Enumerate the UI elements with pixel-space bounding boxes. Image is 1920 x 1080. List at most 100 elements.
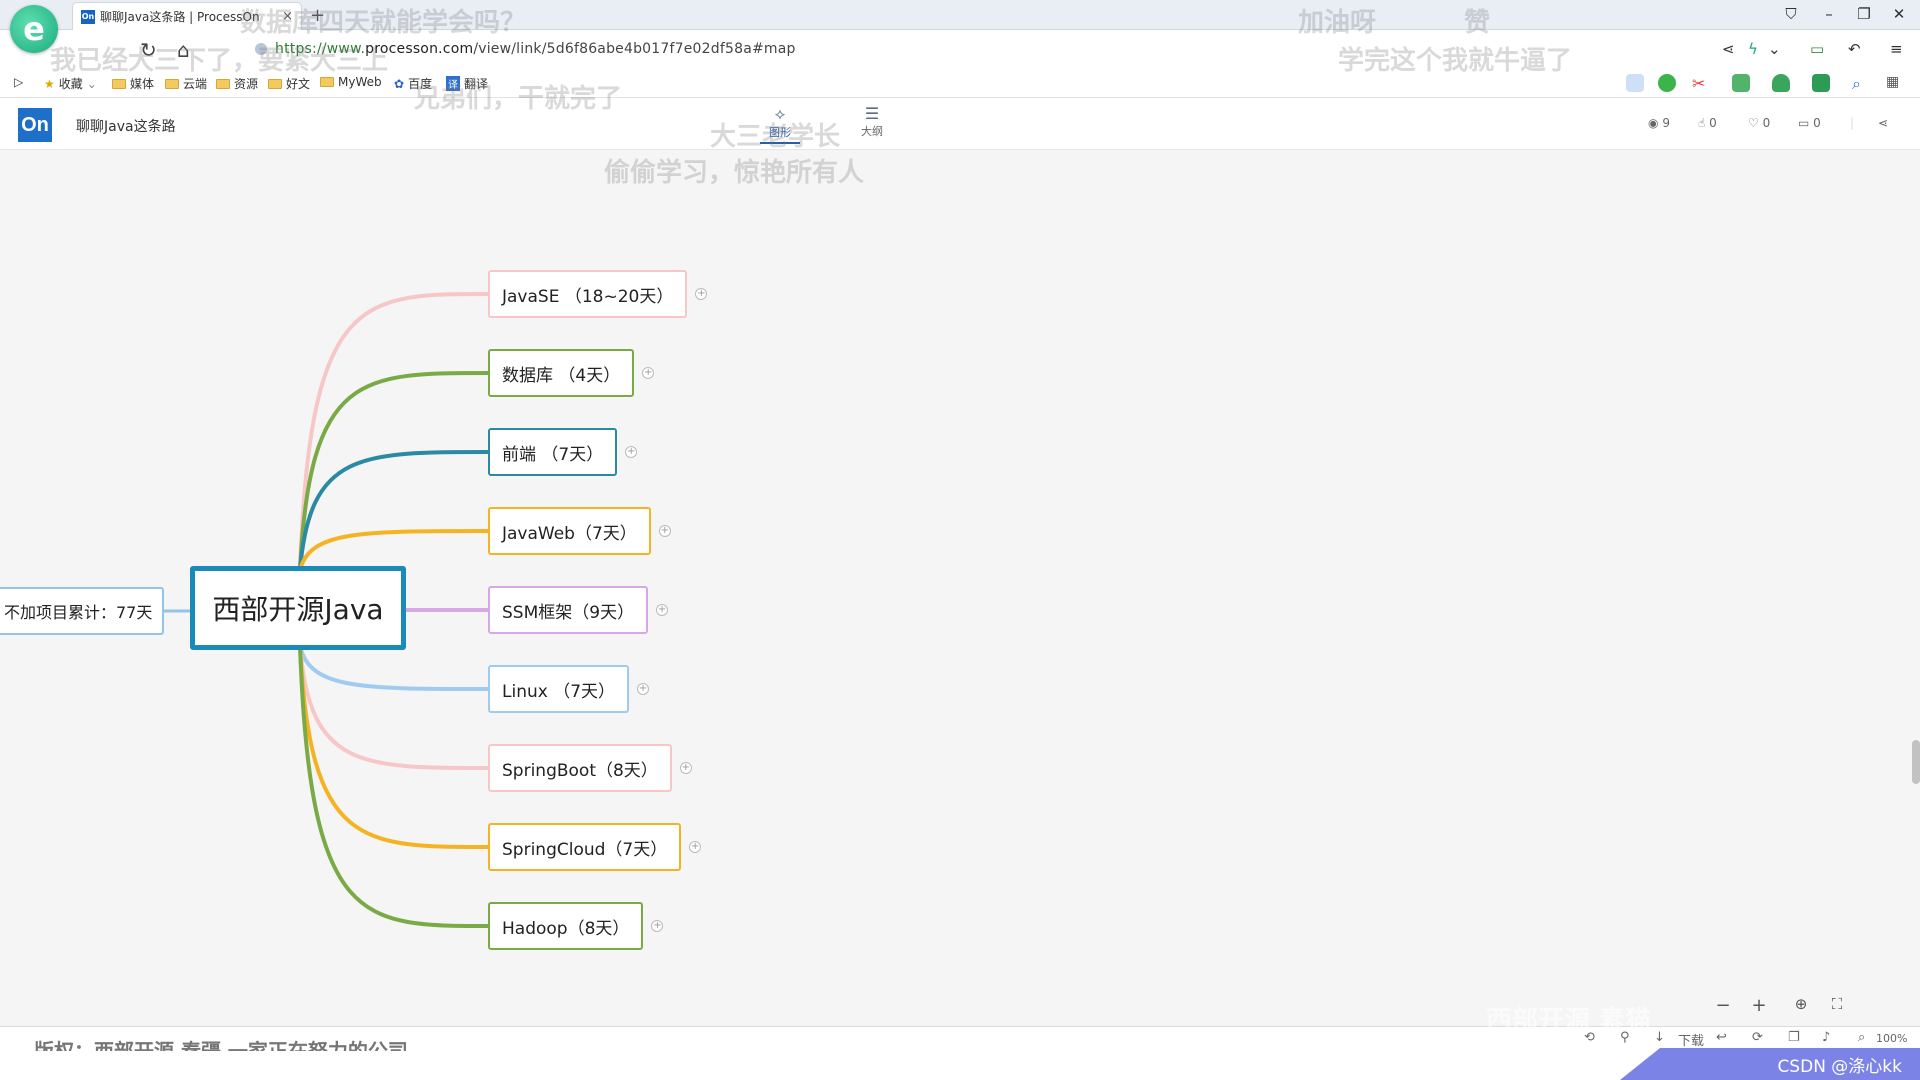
bookmark-favorites[interactable]: ★收藏⌄: [44, 76, 97, 92]
lightning-icon[interactable]: ϟ: [1748, 40, 1758, 58]
bookmark-folder-resources[interactable]: 资源: [216, 75, 258, 92]
comments-stat[interactable]: ▭ 0: [1798, 116, 1821, 130]
browser-logo-icon[interactable]: e: [10, 5, 58, 53]
favorites-stat[interactable]: ♡ 0: [1748, 116, 1771, 130]
expand-toggle-icon[interactable]: +: [695, 288, 708, 300]
bookmark-folder-media[interactable]: 媒体: [112, 75, 154, 92]
folder-icon: [112, 78, 126, 89]
url-input[interactable]: https://www.processon.com/view/link/5d6f…: [255, 36, 1705, 62]
download-label[interactable]: 下载: [1678, 1034, 1705, 1049]
corner-decoration: [1620, 1048, 1920, 1080]
volume-icon[interactable]: ♪: [1822, 1030, 1831, 1045]
expand-toggle-icon[interactable]: +: [651, 920, 664, 932]
extension-translate-icon[interactable]: [1732, 74, 1750, 92]
child-node-label: Hadoop（8天）: [502, 918, 630, 939]
copy-icon[interactable]: ❐: [1788, 1030, 1800, 1045]
app-header: On 聊聊Java这条路 ⟡ 图形 ☰ 大纲 ◉ 9 ☝ 0 ♡ 0 ▭ 0 |…: [0, 98, 1920, 150]
expand-toggle-icon[interactable]: +: [689, 841, 702, 853]
bookmark-folder-articles[interactable]: 好文: [268, 75, 310, 92]
extension-game-icon[interactable]: [1812, 74, 1830, 92]
child-node-label: JavaWeb（7天）: [502, 523, 637, 544]
url-domain: processon.com: [365, 41, 474, 57]
csdn-watermark: CSDN @涤心kk: [1777, 1057, 1902, 1077]
comment-icon: ▭: [1798, 116, 1810, 130]
zoom-icon[interactable]: ⌕: [1858, 1030, 1866, 1045]
child-node[interactable]: SpringBoot（8天）: [488, 744, 672, 792]
child-node-label: 数据库 （4天）: [502, 365, 621, 386]
likes-stat[interactable]: ☝ 0: [1698, 116, 1717, 130]
child-node[interactable]: SpringCloud（7天）: [488, 823, 682, 871]
fullscreen-icon[interactable]: ⛶: [1831, 995, 1843, 1013]
bottom-toolbar: 版权：西部开源 秦疆 一家正在努力的公司: [0, 1026, 1920, 1080]
child-node-label: SSM框架（9天）: [502, 602, 635, 623]
reload-icon[interactable]: ↻: [140, 38, 157, 62]
restore-icon[interactable]: ❐: [1857, 5, 1871, 23]
root-node[interactable]: 西部开源Java: [190, 566, 406, 650]
expand-toggle-icon[interactable]: +: [679, 762, 692, 774]
extension-green-icon[interactable]: [1658, 74, 1676, 92]
side-node-total[interactable]: 不加项目累计：77天: [0, 587, 164, 635]
child-node[interactable]: Linux （7天）: [488, 665, 630, 713]
processon-logo[interactable]: On: [18, 108, 52, 142]
expand-toggle-icon[interactable]: +: [656, 604, 669, 616]
reply-icon[interactable]: ↩: [1716, 1030, 1727, 1045]
bookmark-translate[interactable]: 译翻译: [446, 76, 489, 91]
search-icon[interactable]: ⌕: [1852, 74, 1861, 93]
chevron-down-icon: ⌄: [86, 76, 97, 91]
chevron-down-icon[interactable]: ⌄: [1768, 40, 1781, 58]
map-icon: ⟡: [774, 104, 786, 123]
tab-outline-view[interactable]: ☰ 大纲: [852, 104, 892, 139]
child-node[interactable]: 数据库 （4天）: [488, 349, 635, 397]
fit-center-icon[interactable]: ⊕: [1794, 995, 1808, 1013]
browser-tab[interactable]: On 聊聊Java这条路 | ProcessOn ×: [72, 2, 302, 30]
extension-shield-icon[interactable]: [1772, 74, 1790, 92]
undo-icon[interactable]: ↶: [1848, 40, 1861, 58]
battery-icon[interactable]: ▭: [1810, 40, 1825, 58]
pin-window-icon[interactable]: ⛉: [1785, 5, 1797, 23]
tab-map-view[interactable]: ⟡ 图形: [760, 104, 800, 144]
share-icon[interactable]: ⋖: [1722, 40, 1735, 58]
download-icon[interactable]: ↓: [1654, 1030, 1665, 1045]
pin-icon[interactable]: ⚲: [1620, 1030, 1630, 1045]
folder-icon: [165, 78, 179, 89]
star-icon: ★: [44, 76, 55, 91]
new-tab-button[interactable]: +: [310, 5, 326, 26]
extension-cut-icon[interactable]: ✂: [1692, 74, 1706, 93]
minimize-icon[interactable]: –: [1825, 5, 1833, 23]
bookmark-folder-myweb[interactable]: MyWeb: [320, 75, 382, 89]
share-icon[interactable]: ⋖: [1878, 116, 1889, 130]
secure-lock-icon: [255, 43, 267, 55]
heart-icon: ♡: [1748, 116, 1759, 130]
eye-icon: ◉: [1648, 116, 1659, 130]
expand-toggle-icon[interactable]: +: [642, 367, 655, 379]
apps-grid-icon[interactable]: ▦: [1886, 74, 1900, 90]
translate-icon: 译: [446, 76, 460, 91]
folder-icon: [320, 77, 334, 87]
views-stat[interactable]: ◉ 9: [1648, 116, 1670, 130]
history-icon[interactable]: ⟲: [1584, 1030, 1595, 1045]
sidebar-toggle-icon[interactable]: ▷: [14, 75, 24, 89]
child-node[interactable]: JavaSE （18~20天）: [488, 270, 688, 318]
tab-close-icon[interactable]: ×: [282, 9, 293, 24]
refresh-icon[interactable]: ⟳: [1752, 1030, 1763, 1045]
url-prefix: https://www.: [275, 41, 366, 57]
zoom-out-button[interactable]: −: [1715, 995, 1731, 1016]
expand-toggle-icon[interactable]: +: [625, 446, 638, 458]
extension-minus-icon[interactable]: [1626, 74, 1644, 92]
bookmark-folder-cloud[interactable]: 云端: [165, 75, 207, 92]
vertical-scrollbar[interactable]: [1912, 740, 1920, 784]
document-title: 聊聊Java这条路: [76, 119, 176, 135]
expand-toggle-icon[interactable]: +: [637, 683, 650, 695]
bookmark-baidu[interactable]: ✿百度: [394, 76, 433, 92]
child-node[interactable]: JavaWeb（7天）: [488, 507, 651, 555]
baidu-paw-icon: ✿: [394, 76, 405, 91]
child-node[interactable]: Hadoop（8天）: [488, 902, 644, 950]
zoom-in-button[interactable]: +: [1751, 995, 1767, 1016]
expand-toggle-icon[interactable]: +: [658, 525, 671, 537]
menu-icon[interactable]: ≡: [1890, 40, 1903, 58]
tab-title: 聊聊Java这条路 | ProcessOn: [100, 10, 260, 24]
child-node[interactable]: SSM框架（9天）: [488, 586, 649, 634]
home-icon[interactable]: ⌂: [177, 38, 190, 62]
child-node[interactable]: 前端 （7天）: [488, 428, 618, 476]
close-window-icon[interactable]: ✕: [1892, 5, 1906, 23]
